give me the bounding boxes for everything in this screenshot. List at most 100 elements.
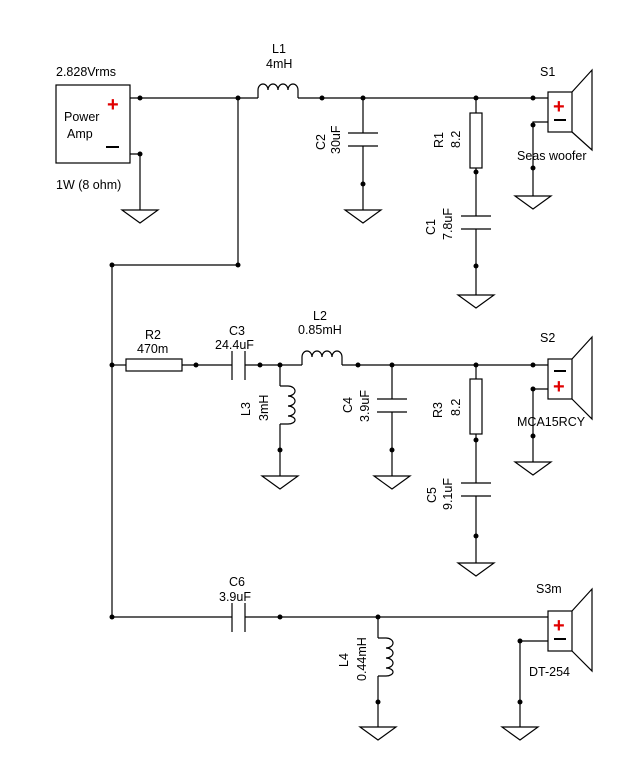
c4-capacitor-icon xyxy=(377,398,407,413)
ground-icon xyxy=(456,294,496,309)
power-amp-label-line1: Power xyxy=(64,110,99,124)
s1-plus-terminal-icon: + xyxy=(553,96,565,118)
s2-plus-terminal-icon: + xyxy=(553,376,565,398)
c5-capacitor-icon xyxy=(461,482,491,497)
r1-ref-label: R1 xyxy=(432,132,446,148)
l3-inductor-icon xyxy=(287,385,296,425)
r3-ref-label: R3 xyxy=(431,402,445,418)
junction-dot xyxy=(473,437,479,443)
r2-ref-label: R2 xyxy=(145,328,161,342)
s3-ground-wire xyxy=(519,640,548,727)
l1-ref-label: L1 xyxy=(272,42,286,56)
junction-dot xyxy=(530,95,536,101)
r3-value-label: 8.2 xyxy=(449,399,463,416)
c3-ref-label: C3 xyxy=(229,324,245,338)
l1-value-label: 4mH xyxy=(266,57,292,71)
s2-model-label: MCA15RCY xyxy=(517,415,586,429)
source-voltage-label: 2.828Vrms xyxy=(56,65,116,79)
l3-value-label: 3mH xyxy=(257,395,271,421)
s2-speaker-cone-icon xyxy=(571,335,593,421)
amp-plus-terminal-icon: + xyxy=(107,94,119,116)
junction-dot xyxy=(137,95,143,101)
c2-value-label: 30uF xyxy=(329,125,343,154)
l2-leads xyxy=(301,357,343,365)
junction-dot xyxy=(530,165,536,171)
l2-inductor-icon xyxy=(301,350,343,358)
junction-dot xyxy=(235,262,241,268)
l3-taps xyxy=(280,385,288,425)
junction-dot xyxy=(473,169,479,175)
s1-ref-label: S1 xyxy=(540,65,555,79)
r2-value-label: 470m xyxy=(137,342,168,356)
ground-icon xyxy=(120,209,160,224)
junction-dot xyxy=(375,699,381,705)
amp-ground-wire xyxy=(130,153,141,210)
r1-resistor-icon xyxy=(469,112,483,169)
c3-capacitor-icon xyxy=(231,351,246,380)
junction-dot xyxy=(277,447,283,453)
c4-value-label: 3.9uF xyxy=(358,390,372,422)
source-power-label: 1W (8 ohm) xyxy=(56,178,121,192)
s1-model-label: Seas woofer xyxy=(517,149,586,163)
l2-value-label: 0.85mH xyxy=(298,323,342,337)
r2-resistor-icon xyxy=(125,358,183,372)
junction-dot xyxy=(530,386,536,392)
ground-icon xyxy=(358,726,398,741)
junction-dot xyxy=(530,362,536,368)
s2-speaker-magnet xyxy=(547,358,573,400)
main-bus-wire xyxy=(111,98,239,617)
s3-plus-terminal-icon: + xyxy=(553,615,565,637)
c1-value-label: 7.8uF xyxy=(441,208,455,240)
c3-value-label: 24.4uF xyxy=(215,338,254,352)
l4-inductor-icon xyxy=(385,637,394,677)
l4-ref-label: L4 xyxy=(337,653,351,667)
s2-ref-label: S2 xyxy=(540,331,555,345)
junction-dot xyxy=(360,181,366,187)
c5-ref-label: C5 xyxy=(425,487,439,503)
l3-ref-label: L3 xyxy=(239,402,253,416)
r3-resistor-icon xyxy=(469,378,483,435)
c1-capacitor-icon xyxy=(461,215,491,230)
junction-dot xyxy=(319,95,325,101)
junction-dot xyxy=(257,362,263,368)
junction-dot xyxy=(277,614,283,620)
s1-ground-wire xyxy=(532,121,548,196)
c4-ref-label: C4 xyxy=(341,397,355,413)
c1-ref-label: C1 xyxy=(424,219,438,235)
c6-capacitor-icon xyxy=(231,603,246,632)
s3-ref-label: S3m xyxy=(536,582,562,596)
c5-value-label: 9.1uF xyxy=(441,478,455,510)
junction-dot xyxy=(517,699,523,705)
ground-icon xyxy=(343,209,383,224)
c6-value-label: 3.9uF xyxy=(219,590,251,604)
power-amp-label-line2: Amp xyxy=(67,127,93,141)
junction-dot xyxy=(389,447,395,453)
c6-ref-label: C6 xyxy=(229,575,245,589)
l2-ref-label: L2 xyxy=(313,309,327,323)
ground-icon xyxy=(513,195,553,210)
l4-taps xyxy=(378,637,386,677)
junction-dot xyxy=(473,263,479,269)
l1-inductor-icon xyxy=(257,83,299,91)
ground-icon xyxy=(372,475,412,490)
s1-speaker-magnet xyxy=(547,91,573,133)
s1-speaker-cone-icon xyxy=(571,68,593,152)
junction-dot xyxy=(517,638,523,644)
l4-value-label: 0.44mH xyxy=(355,637,369,681)
c2-ref-label: C2 xyxy=(314,134,328,150)
power-amp-box xyxy=(55,84,131,164)
ground-icon xyxy=(456,562,496,577)
l1-leads xyxy=(257,90,299,98)
s3-speaker-magnet xyxy=(547,610,573,652)
s3-speaker-cone-icon xyxy=(571,587,593,673)
c2-capacitor-icon xyxy=(348,132,378,147)
ground-icon xyxy=(260,475,300,490)
r1-value-label: 8.2 xyxy=(449,131,463,148)
junction-dot xyxy=(109,262,115,268)
junction-dot xyxy=(473,533,479,539)
junction-dot xyxy=(193,362,199,368)
s3-model-label: DT-254 xyxy=(529,665,570,679)
ground-icon xyxy=(513,461,553,476)
junction-dot xyxy=(530,122,536,128)
